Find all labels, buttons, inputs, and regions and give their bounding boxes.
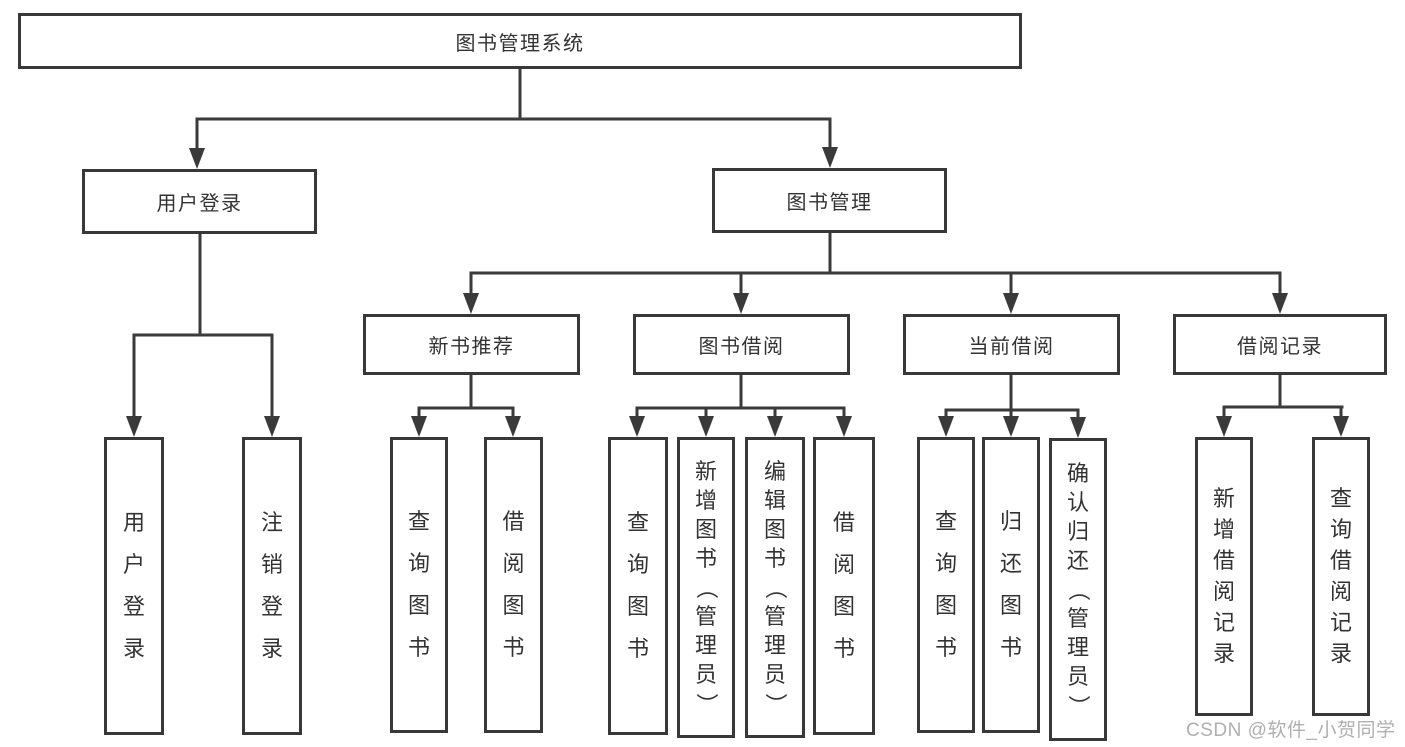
leaf-confirm-return-admin: 确认归还（管理员）: [1049, 438, 1107, 741]
node-book-borrowing: 图书借阅: [633, 314, 850, 375]
leaf-query-borrow-record: 查询借阅记录: [1312, 437, 1370, 716]
leaf-return-books: 归还图书: [982, 437, 1040, 733]
node-user-login-branch: 用户登录: [82, 169, 317, 234]
node-library-management-system: 图书管理系统: [18, 13, 1022, 69]
leaf-user-login: 用户登录: [104, 437, 164, 735]
leaf-add-borrow-record: 新增借阅记录: [1195, 437, 1253, 716]
node-book-management-branch: 图书管理: [712, 168, 947, 233]
node-new-book-recommend: 新书推荐: [363, 314, 580, 375]
leaf-edit-book-admin: 编辑图书（管理员）: [745, 437, 805, 738]
leaf-query-books-current: 查询图书: [917, 437, 975, 733]
node-current-borrowing: 当前借阅: [903, 314, 1120, 375]
csdn-watermark: CSDN @软件_小贺同学: [1186, 720, 1396, 741]
leaf-borrow-books: 借阅图书: [813, 437, 875, 735]
leaf-borrow-books-recommend: 借阅图书: [484, 437, 543, 733]
leaf-query-books-recommend: 查询图书: [390, 437, 448, 733]
leaf-add-book-admin: 新增图书（管理员）: [677, 437, 735, 738]
leaf-query-books-borrowing: 查询图书: [608, 437, 668, 735]
leaf-logout: 注销登录: [242, 437, 302, 735]
node-borrowing-records: 借阅记录: [1173, 314, 1387, 375]
